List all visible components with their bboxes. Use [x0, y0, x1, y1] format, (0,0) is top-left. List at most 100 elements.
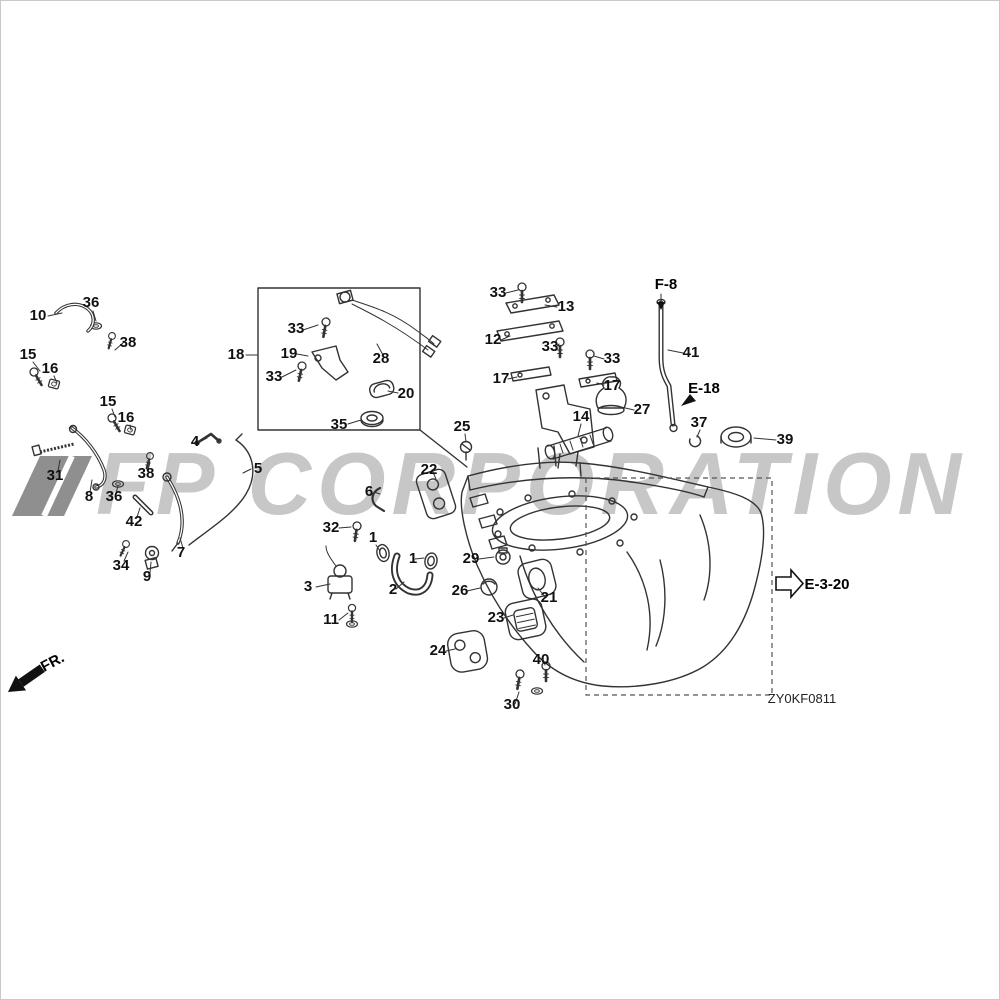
part-12-plate — [496, 320, 564, 342]
part-37-clip — [688, 435, 702, 448]
part-number-label: 15 — [20, 346, 37, 363]
part-number-label: 11 — [323, 611, 339, 628]
part-27-boot — [595, 376, 627, 416]
part-number-label: 15 — [100, 393, 117, 410]
watermark-logo-slash — [41, 454, 75, 518]
part-number-label: 36 — [106, 488, 123, 505]
part-number-label: 1 — [369, 529, 377, 546]
part-13-plate — [505, 294, 560, 314]
part-24-bracket — [447, 630, 489, 673]
part-number-label: 27 — [634, 401, 651, 418]
part-number-label: 3 — [304, 578, 312, 595]
watermark: FP CORPORATION — [12, 434, 967, 533]
fr-arrowhead-icon — [8, 675, 27, 692]
part-number-label: 22 — [421, 461, 438, 478]
part-number-label: 28 — [373, 350, 390, 367]
part-14-cylinder — [544, 426, 614, 460]
part-number-label: 9 — [143, 568, 151, 585]
part-6-bracket — [371, 486, 386, 513]
part-42-pin — [132, 494, 154, 516]
part-number-label: 38 — [120, 334, 137, 351]
f-8-arrow — [657, 293, 665, 310]
part-39-grommet — [720, 426, 752, 448]
part-1-oring-b — [424, 552, 438, 570]
part-31-bolt — [31, 442, 75, 457]
part-number-label: 32 — [323, 519, 340, 536]
mount-case-drawing — [460, 445, 765, 688]
fr-arrow-shaft — [18, 664, 45, 687]
part-number-label: 31 — [47, 467, 64, 484]
part-number-label: 42 — [126, 513, 143, 530]
part-18-group-box — [257, 287, 468, 468]
part-22-insulator — [415, 468, 457, 520]
part-number-label: 33 — [266, 368, 283, 385]
part-7-lever — [162, 472, 184, 552]
part-number-label: 38 — [138, 465, 155, 482]
part-number-label: 37 — [691, 414, 708, 431]
part-number-label: 6 — [365, 483, 373, 500]
part-5-rod — [188, 433, 254, 546]
part-number-label: 30 — [504, 696, 521, 713]
reference-label: E-3-20 — [804, 576, 849, 593]
part-number-label: 18 — [228, 346, 245, 363]
part-number-label: 17 — [493, 370, 510, 387]
part-number-label: 26 — [452, 582, 469, 599]
part-number-label: 7 — [177, 544, 185, 561]
part-28-sensor — [336, 289, 442, 358]
part-number-label: 33 — [604, 350, 621, 367]
part-9-knob — [144, 545, 160, 570]
part-number-label: 16 — [42, 360, 59, 377]
part-number-label: 19 — [281, 345, 298, 362]
part-10-rod — [54, 302, 95, 333]
e-3-20-arrow-icon — [775, 567, 805, 600]
part-number-label: 14 — [573, 408, 590, 425]
part-number-label: 10 — [30, 307, 47, 324]
part-29-plug — [495, 547, 511, 565]
part-4-link — [194, 432, 222, 446]
part-number-label: 33 — [490, 284, 507, 301]
reference-dashed-box — [585, 477, 773, 696]
reference-label: F-8 — [655, 276, 678, 293]
part-number-label: 4 — [191, 433, 200, 450]
part-number-label: 35 — [331, 416, 348, 433]
part-number-label: 41 — [683, 344, 700, 361]
part-number-label: 20 — [398, 385, 415, 402]
part-19-bracket — [311, 345, 349, 381]
part-2-hose — [391, 552, 434, 596]
part-3-valve — [325, 545, 353, 600]
f-8-arrowhead-icon — [657, 302, 665, 310]
part-number-label: 2 — [389, 581, 397, 598]
diagram-code: ZY0KF0811 — [768, 691, 836, 706]
part-1-oring-a — [376, 543, 390, 563]
part-26-plug — [480, 578, 498, 596]
leader-lines — [32, 289, 777, 705]
part-number-label: 24 — [430, 642, 447, 659]
part-number-label: 23 — [488, 609, 505, 626]
part-number-label: 40 — [533, 651, 550, 668]
part-number-label: 5 — [254, 460, 262, 477]
part-number-label: 34 — [113, 557, 130, 574]
part-number-label: 17 — [604, 377, 621, 394]
part-number-label: 39 — [777, 431, 794, 448]
part-number-label: 25 — [454, 418, 471, 435]
watermark-text: FP CORPORATION — [96, 434, 967, 533]
part-number-label: 36 — [83, 294, 100, 311]
part-number-label: 33 — [288, 320, 305, 337]
part-23-cover — [504, 598, 547, 641]
part-number-label: 29 — [463, 550, 480, 567]
part-35-grommet — [360, 410, 384, 428]
part-41-tube — [656, 298, 678, 433]
part-number-label: 1 — [409, 550, 417, 567]
part-number-label: 33 — [542, 338, 559, 355]
e-18-arrow-icon — [681, 394, 696, 406]
watermark-logo-block — [12, 456, 92, 516]
part-number-label: 21 — [541, 589, 558, 606]
reference-label: E-18 — [688, 380, 720, 397]
part-20-clamp — [368, 379, 395, 399]
part-number-label: 8 — [85, 488, 93, 505]
part-number-label: 12 — [485, 331, 502, 348]
part-number-label: 13 — [558, 298, 575, 315]
